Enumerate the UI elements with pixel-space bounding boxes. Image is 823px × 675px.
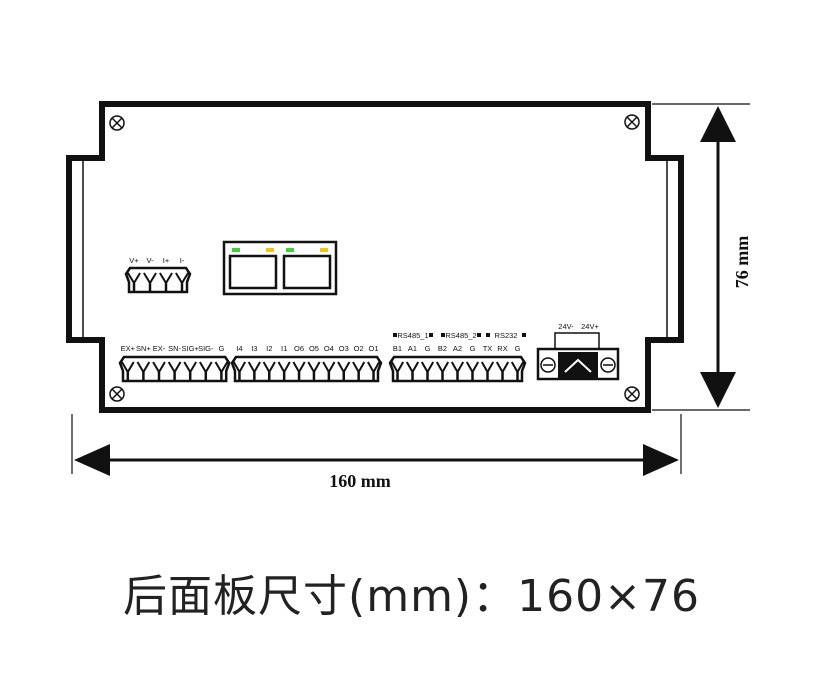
terminal-label: I- [180, 256, 185, 265]
width-label: 160 mm [329, 471, 391, 491]
supply-labels: 24V- 24V+ [558, 322, 599, 331]
terminal-pin [167, 361, 182, 374]
terminal-block-body [388, 355, 527, 383]
terminal-label: G [470, 344, 476, 353]
group-marker [393, 333, 397, 337]
terminal-block-io: I4 I3 I2 I1 O6 O5 O4 O3 O2 O1 [230, 344, 383, 383]
led-yellow-1 [266, 248, 274, 252]
terminal-pin [337, 361, 351, 375]
terminal-pin [450, 361, 465, 375]
terminal-pin [435, 361, 450, 375]
comm-group-label: RS485_2 [445, 331, 476, 340]
terminal-pin [199, 361, 213, 374]
enclosure-outline [66, 101, 684, 413]
terminal-block-power: V+ V- I+ I- [124, 256, 192, 294]
terminal-pin [247, 361, 261, 375]
supply-label: 24V+ [581, 322, 599, 331]
terminal-block-sensor: EX+SN+EX-SN-SIG+SIG- G [118, 344, 231, 383]
screw-top-left [109, 115, 125, 131]
terminal-label: O1 [369, 344, 379, 353]
terminal-label: SN- [168, 344, 181, 353]
terminal-label: I4 [236, 344, 242, 353]
terminal-label: O5 [309, 344, 319, 353]
terminal-label: EX+ [121, 344, 136, 353]
terminal-pin [465, 361, 480, 375]
led-green-1 [232, 248, 240, 252]
arrow-right [643, 444, 679, 476]
terminal-label: I2 [266, 344, 272, 353]
terminal-label: I3 [251, 344, 257, 353]
comm-group-label: RS485_1 [397, 331, 428, 340]
terminal-label: O6 [294, 344, 304, 353]
terminal-label: I1 [281, 344, 287, 353]
comm-group-labels: RS485_1 RS485_2 RS232 [393, 331, 526, 340]
terminal-pin [159, 272, 173, 285]
group-marker [429, 333, 433, 337]
terminal-block-body [124, 266, 192, 294]
terminal-pin [405, 361, 420, 375]
arrow-left [74, 444, 110, 476]
terminal-label: O3 [339, 344, 349, 353]
terminal-pin [262, 361, 276, 375]
supply-screw-right [600, 357, 616, 373]
rj45-port-1 [228, 254, 278, 290]
led-yellow-2 [320, 248, 328, 252]
terminal-pin [322, 361, 336, 375]
terminal-pin [352, 361, 366, 375]
comm-group-label: RS232 [495, 331, 518, 340]
terminal-label: G [218, 344, 224, 353]
arrow-down [700, 372, 736, 408]
terminal-label: G [425, 344, 431, 353]
terminal-label: SIG- [198, 344, 214, 353]
screw-top-right [624, 114, 640, 130]
height-label: 76 mm [732, 236, 752, 289]
terminal-pin [292, 361, 306, 375]
dimension-width: 160 mm [71, 414, 682, 491]
group-marker [477, 333, 481, 337]
led-green-2 [286, 248, 294, 252]
supply-connector [536, 332, 620, 381]
screw-bottom-right [624, 386, 640, 402]
terminal-label: B1 [393, 344, 402, 353]
terminal-block-body [118, 355, 231, 383]
arrow-up [700, 106, 736, 142]
terminal-label: A2 [453, 344, 462, 353]
terminal-label: EX- [153, 344, 166, 353]
terminal-label: SN+ [136, 344, 151, 353]
terminal-label: V+ [129, 256, 139, 265]
terminal-pin [495, 361, 510, 375]
group-marker [522, 333, 526, 337]
terminal-label: RX [497, 344, 507, 353]
screw-bottom-left [109, 386, 125, 402]
terminal-label: O2 [354, 344, 364, 353]
dimension-height: 76 mm [652, 103, 752, 411]
supply-screw-left [540, 357, 556, 373]
terminal-block-body [230, 355, 383, 383]
terminal-pin [277, 361, 291, 375]
rj45-dual-jack [222, 240, 338, 296]
group-marker [486, 333, 490, 337]
terminal-pin [143, 272, 157, 285]
terminal-pin [152, 361, 166, 374]
terminal-pin [480, 361, 495, 375]
terminal-label: B2 [438, 344, 447, 353]
terminal-label: SIG+ [182, 344, 200, 353]
terminal-label: V- [146, 256, 154, 265]
rj45-port-2 [282, 254, 332, 290]
terminal-label: TX [483, 344, 493, 353]
terminal-label: G [515, 344, 521, 353]
terminal-pin [183, 361, 197, 374]
terminal-label: I+ [163, 256, 170, 265]
caption: 后面板尺寸(mm)：160×76 [123, 571, 700, 622]
terminal-block-comm: B1 A1 G B2 A2 G TX RX G [388, 344, 527, 383]
terminal-label: A1 [408, 344, 417, 353]
terminal-label: O4 [324, 344, 334, 353]
group-marker [441, 333, 445, 337]
terminal-pin [307, 361, 321, 375]
terminal-pin [136, 361, 151, 374]
terminal-pin [420, 361, 435, 375]
supply-label: 24V- [558, 322, 574, 331]
